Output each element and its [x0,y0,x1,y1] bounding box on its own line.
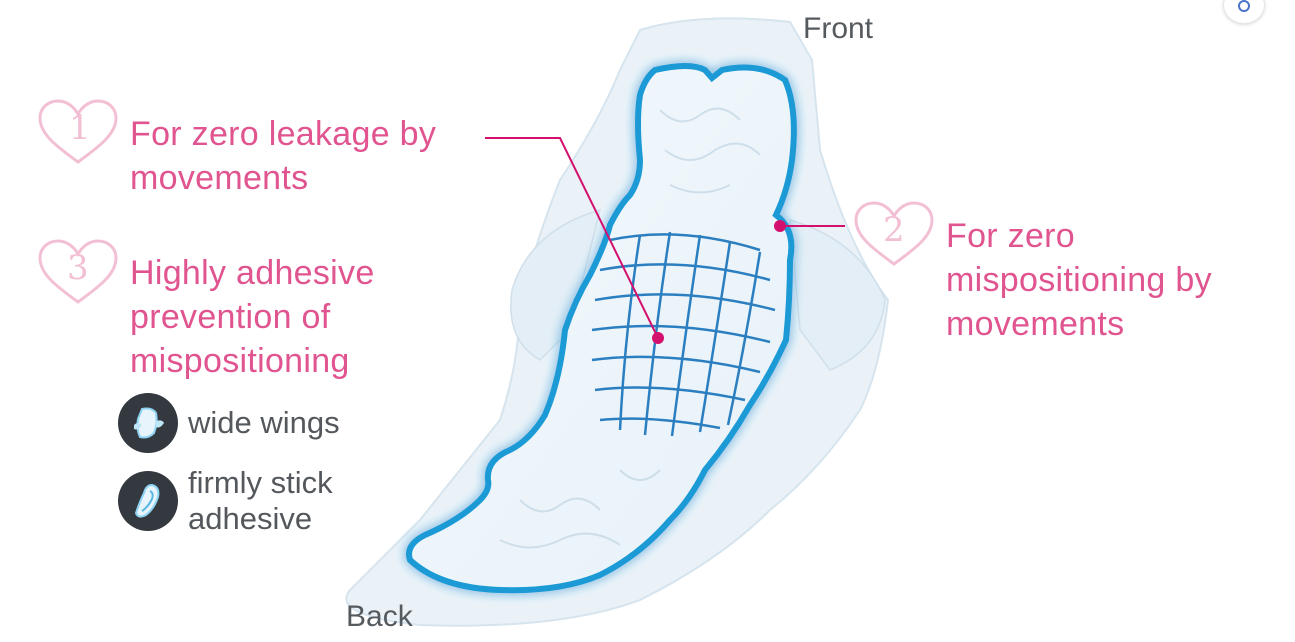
wide-wings-icon [118,393,178,453]
lens-button[interactable] [1223,0,1265,24]
heart-1-icon [38,99,118,164]
pad-texture [499,107,761,549]
callout-dot-1 [652,332,664,344]
front-label: Front [803,12,874,45]
mesh-grid [591,231,776,437]
adhesive-pad-icon [118,471,178,531]
heart-2-icon [854,201,934,266]
callout-line-1 [485,137,659,339]
adhesive-label: firmly stick adhesive [188,465,333,536]
feature-3-label: Highly adhesive prevention of mispositio… [130,254,375,380]
back-label: Back [346,600,413,633]
pad-wing-right [789,218,886,371]
feature-1-number: 1 [69,108,91,148]
feature-3-number: 3 [67,248,89,288]
pad-wing-left [510,208,602,361]
callout-dot-2 [774,220,786,232]
heart-3-icon [38,239,118,304]
feature-1-label: For zero leakage by movements [130,115,437,197]
feature-2-label: For zero mispositioning by movements [946,217,1212,343]
lens-icon [1238,0,1250,12]
feature-2-number: 2 [883,210,905,250]
wide-wings-label: wide wings [188,405,340,440]
